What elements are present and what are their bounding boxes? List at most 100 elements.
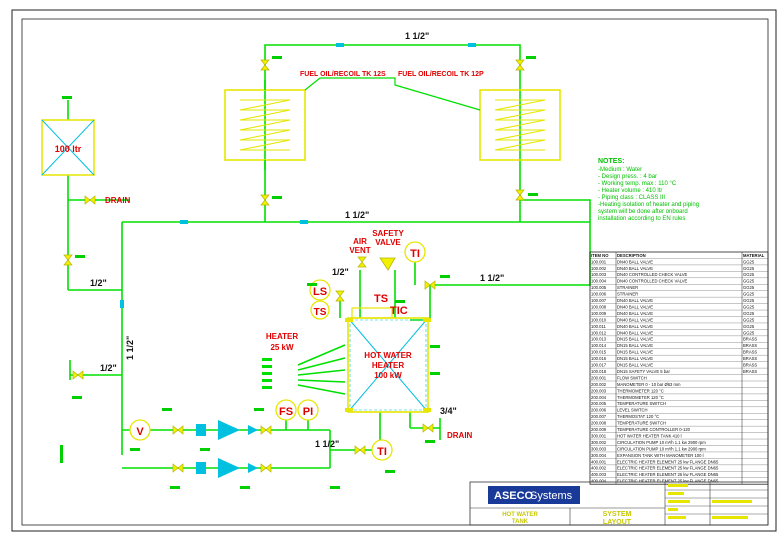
size-top: 1 1/2" — [405, 31, 429, 41]
notes-line-7: installation according to EN rules — [598, 216, 685, 222]
table-cell: 100.004 — [591, 279, 607, 284]
valve-pump-a-in — [172, 425, 184, 435]
table-cell: GG25 — [743, 279, 755, 284]
table-cell: CIRCULATION PUMP 10 m³/h 1.1 kw 2900 rpm — [617, 440, 706, 445]
table-cell: 100.010 — [591, 317, 607, 322]
table-cell: 200.007 — [591, 414, 607, 419]
size-vertical: 1 1/2" — [125, 336, 135, 360]
ti-top: TI — [410, 248, 420, 260]
size-drain: 3/4" — [440, 406, 457, 416]
table-header-cell: MATERIAL — [743, 253, 765, 258]
table-cell: DN40 BALL VALVE — [617, 298, 653, 303]
tank-label: 100 ltr — [55, 144, 82, 154]
heater-element-tags — [262, 358, 272, 389]
table-cell: 300.001 — [591, 433, 607, 438]
table-cell: 100.009 — [591, 311, 607, 316]
item-tags — [60, 56, 538, 489]
pump-a — [218, 420, 240, 440]
table-cell: CIRCULATION PUMP 10 m³/h 1.1 kw 2900 rpm — [617, 446, 706, 451]
table-cell: ELECTRIC HEATER ELEMENT 25 kw FLANGE DN6… — [617, 472, 719, 477]
ti-bottom: TI — [377, 446, 387, 458]
strainer-b — [196, 462, 206, 474]
tk-right-label: FUEL OIL/RECOIL TK 12P — [398, 71, 484, 78]
table-cell: GG25 — [743, 266, 755, 271]
table-header-cell: ITEM NO — [591, 253, 609, 258]
notes-line-1: - Design press. : 4 bar — [598, 174, 657, 180]
size-right: 1 1/2" — [480, 273, 504, 283]
outer-border — [11, 9, 777, 532]
table-cell: BRASS — [743, 337, 757, 342]
size-left: 1/2" — [90, 278, 107, 288]
table-cell: 200.004 — [591, 395, 607, 400]
drain-left-label: DRAIN — [105, 196, 131, 205]
table-cell: 100.014 — [591, 343, 607, 348]
notes-line-6: system will be done after onboard — [598, 209, 688, 215]
pumps — [196, 420, 258, 478]
table-cell: 100.017 — [591, 363, 607, 368]
safety-valve-symbol — [379, 257, 396, 271]
valve-pump-a-out — [260, 425, 272, 435]
heat-exchanger-left — [224, 80, 306, 170]
table-cell: 200.003 — [591, 388, 607, 393]
table-cell: GG25 — [743, 298, 755, 303]
v-instrument: V — [136, 426, 144, 438]
notes-line-0: -Medium : Water — [598, 167, 642, 173]
air-vent-label-1: AIR — [353, 237, 367, 246]
safety-label-1: SAFETY — [372, 229, 404, 238]
table-cell: 100.007 — [591, 298, 607, 303]
drawing-title-1: HOT WATER — [502, 512, 538, 518]
company-name-2: Systems — [530, 490, 573, 502]
table-cell: GG25 — [743, 317, 755, 322]
drawing-title-2: TANK — [512, 519, 529, 525]
safety-label-2: VALVE — [375, 238, 401, 247]
table-cell: 100.002 — [591, 266, 607, 271]
valve-pump-b-in — [172, 463, 184, 473]
table-cell: 200.009 — [591, 427, 607, 432]
table-cell: DN40 BALL VALVE — [617, 304, 653, 309]
table-cell: DN15 BALL VALVE — [617, 363, 653, 368]
valve-hx-right-top — [515, 59, 525, 71]
valve-pump-b-out — [260, 463, 272, 473]
notes-line-5: -Heating isolation of heater and piping — [598, 202, 699, 208]
piping — [67, 44, 591, 469]
table-cell: STRAINER — [617, 285, 638, 290]
table-cell: 100.018 — [591, 369, 607, 374]
table-cell: GG25 — [743, 330, 755, 335]
system-title-2: LAYOUT — [603, 519, 632, 526]
heater-label-2: HEATER — [372, 361, 405, 370]
table-cell: DN40 CONTROLLED CHECK VALVE — [617, 272, 688, 277]
table-cell: 200.008 — [591, 421, 607, 426]
table-cell: 400.001 — [591, 459, 607, 464]
ls-instrument: LS — [313, 286, 327, 298]
size-mid: 1 1/2" — [345, 210, 369, 220]
table-cell: BRASS — [743, 356, 757, 361]
table-cell: 400.004 — [591, 479, 607, 484]
valve-return — [354, 445, 366, 455]
notes-block: NOTES: -Medium : Water - Design press. :… — [598, 158, 699, 222]
right-return-pipe — [430, 199, 591, 286]
el-heater-label-2: 25 kW — [270, 343, 294, 352]
tk-connector — [304, 77, 481, 111]
valve-ls — [335, 290, 345, 302]
size-pump: 1/2" — [100, 363, 117, 373]
expansion-tank: 100 ltr — [41, 119, 95, 176]
table-cell: BRASS — [743, 369, 757, 374]
table-cell: 100.013 — [591, 337, 607, 342]
table-cell: GG25 — [743, 304, 755, 309]
table-cell: ELECTRIC HEATER ELEMENT 25 kw FLANGE DN6… — [617, 466, 719, 471]
